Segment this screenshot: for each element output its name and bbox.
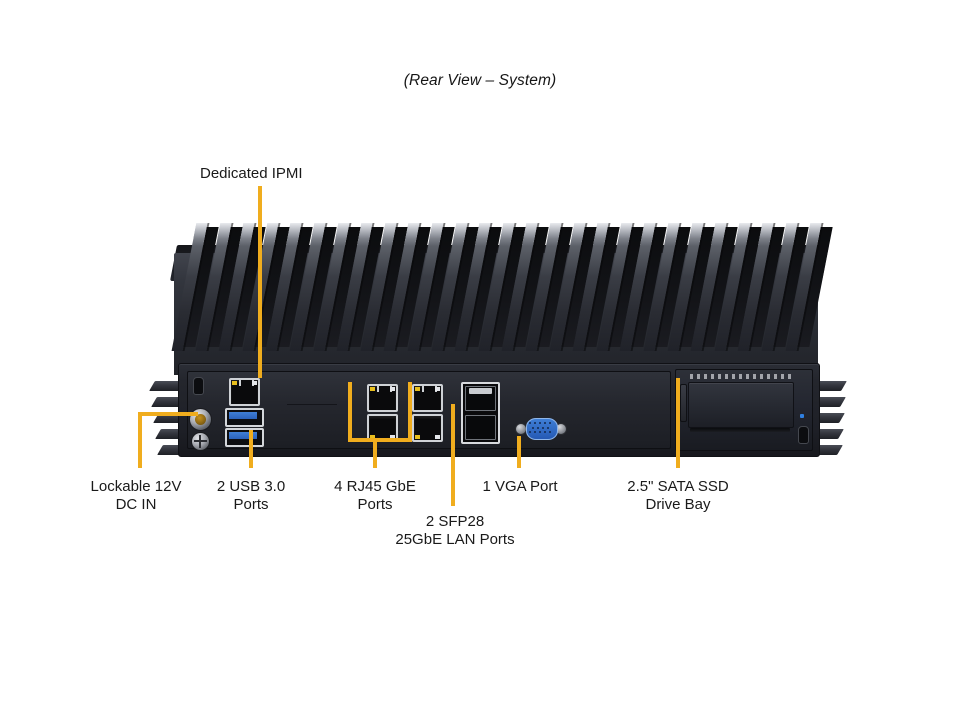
chassis-rear-panel [178, 363, 820, 457]
bay-vent-row [690, 374, 794, 379]
heatsink-fin-tip [335, 223, 350, 238]
rj45-lan-port-3[interactable] [367, 414, 398, 442]
rj45-led-right [390, 435, 395, 439]
kensington-lock-slot-left [193, 377, 204, 395]
rj45-led-left [415, 387, 420, 391]
vga-pin [531, 426, 534, 429]
callout-label-lockable-dc-in: Lockable 12V DC IN [90, 478, 182, 513]
heatsink-fin-tip [571, 223, 586, 238]
vga-pin [534, 431, 536, 433]
heatsink-fin-tip [453, 223, 468, 238]
vga-pin [536, 426, 539, 429]
sfp28-slot-upper[interactable] [465, 386, 496, 411]
callout-label-rj45-gbe-ports: 4 RJ45 GbE Ports [334, 478, 416, 513]
kensington-lock-slot-right [798, 426, 809, 444]
rj45-led-left [415, 435, 420, 439]
bay-status-led [800, 414, 804, 418]
ipmi-rj45-port[interactable] [229, 378, 260, 406]
vga-pin [539, 431, 541, 433]
rj45-led-left [370, 387, 375, 391]
vga-pin [546, 426, 549, 429]
vga-pin [544, 431, 546, 433]
chassis-screw [191, 432, 210, 451]
heatsink-fin-tip [217, 223, 232, 238]
callout-label-sfp28-lan-ports: 2 SFP28 25GbE LAN Ports [395, 513, 515, 548]
callout-label-vga-port: 1 VGA Port [482, 478, 558, 495]
usb3-port-lower[interactable] [225, 428, 264, 447]
rj45-led-left [232, 381, 237, 385]
usb3-port-upper[interactable] [225, 408, 264, 427]
vga-pin [534, 422, 536, 424]
device-illustration [149, 205, 847, 467]
dc-in-center-pin [195, 414, 206, 425]
sfp28-bezel-bar [469, 388, 492, 394]
vga-port[interactable] [515, 416, 567, 440]
rj45-led-right [435, 387, 440, 391]
callout-label-sata-ssd-bay: 2.5" SATA SSD Drive Bay [627, 478, 729, 513]
usb3-insert [229, 412, 257, 419]
rj45-led-left [370, 435, 375, 439]
usb3-insert [229, 432, 257, 439]
callout-label-dedicated-ipmi: Dedicated IPMI [200, 165, 303, 182]
dc-in-connector[interactable] [189, 408, 212, 431]
vga-pin [544, 422, 546, 424]
heatsink-fin-tip [807, 223, 822, 238]
rj45-led-right [435, 435, 440, 439]
bay-tray-slot [690, 428, 790, 432]
vga-pin [541, 426, 544, 429]
rj45-lan-port-1[interactable] [367, 384, 398, 412]
page-title: (Rear View – System) [403, 72, 557, 89]
rj45-lan-port-4[interactable] [412, 414, 443, 442]
vga-pin [549, 422, 551, 424]
vga-pin [529, 431, 531, 433]
drive-bay-plate [675, 369, 813, 451]
sfp28-cage[interactable] [461, 382, 500, 444]
callout-label-usb-3-ports: 2 USB 3.0 Ports [216, 478, 286, 513]
ssd-drive-bay[interactable] [688, 382, 794, 428]
io-plate-divider [287, 404, 337, 405]
rj45-led-right [252, 381, 257, 385]
vga-pin [549, 431, 551, 433]
vga-pin [529, 422, 531, 424]
vga-pin [539, 422, 541, 424]
bay-tray-handle[interactable] [680, 384, 687, 422]
heatsink-fin-tip [689, 223, 704, 238]
rj45-led-right [390, 387, 395, 391]
sfp28-slot-lower[interactable] [465, 415, 496, 440]
vga-pin-array [529, 422, 553, 434]
rj45-lan-port-2[interactable] [412, 384, 443, 412]
